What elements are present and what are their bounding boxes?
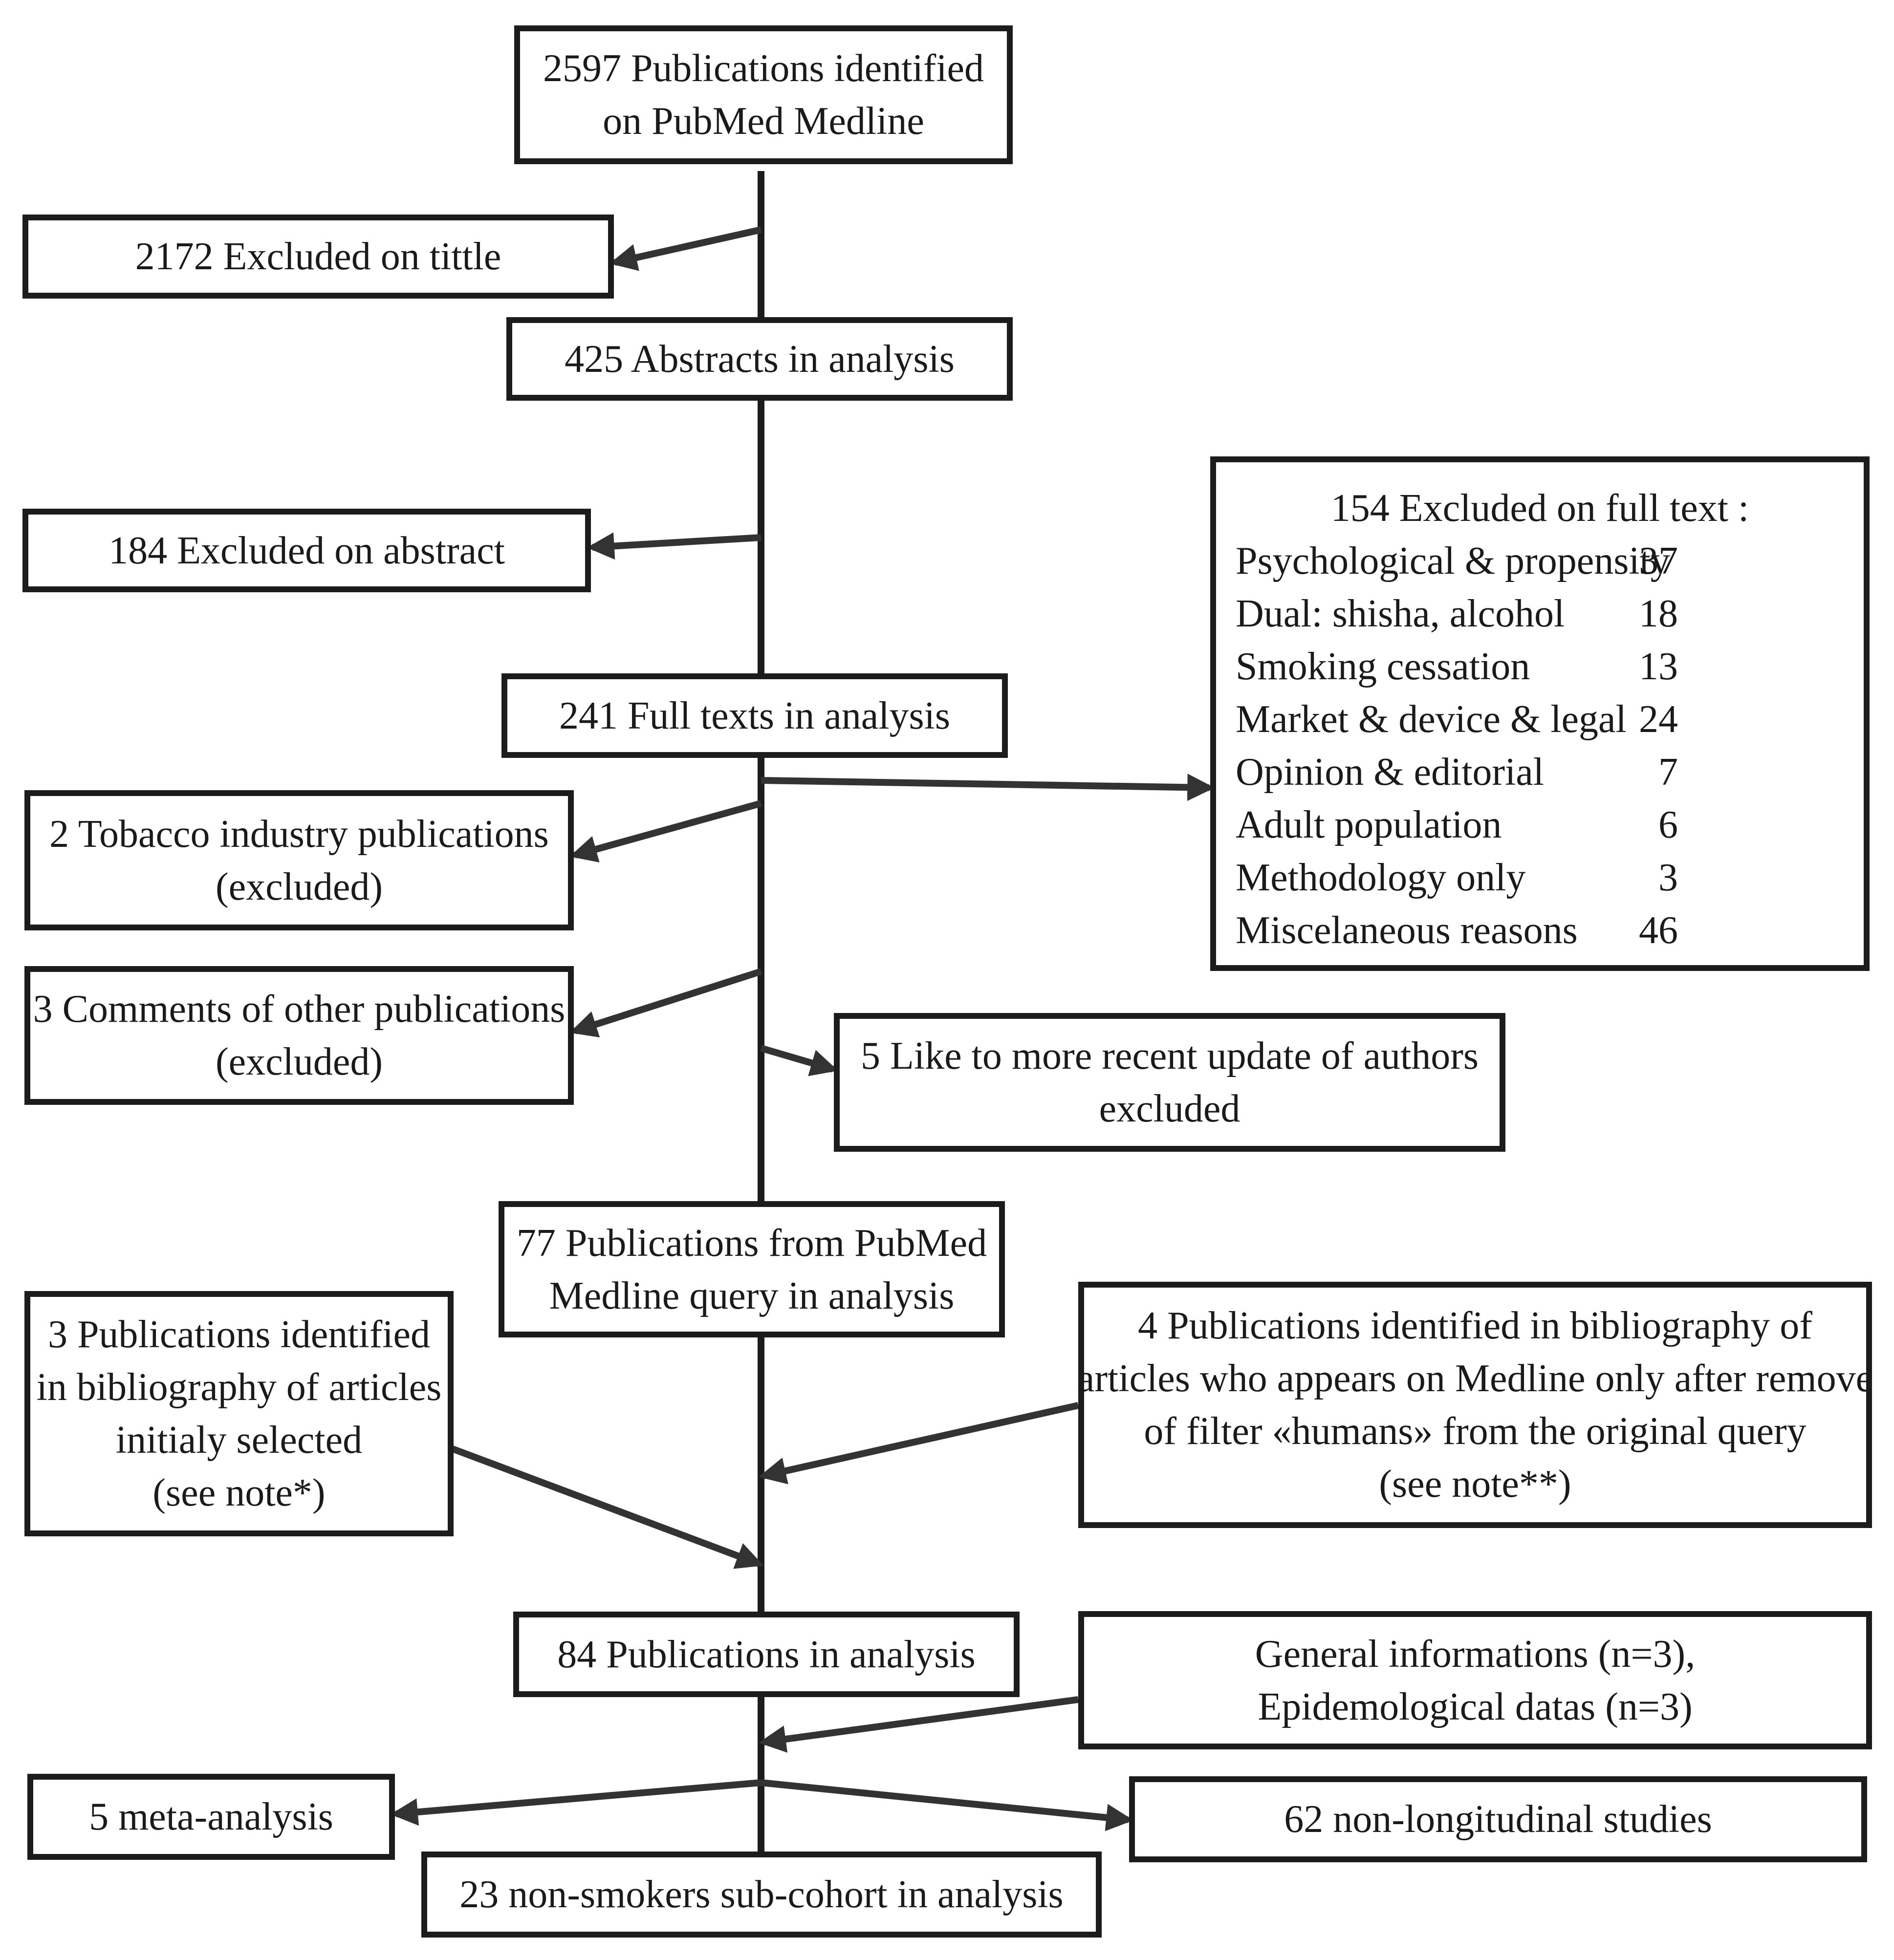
reason-label: Psychological & propensity [1236, 539, 1670, 582]
reason-label: Opinion & editorial [1236, 751, 1545, 794]
arrow-to-comments [569, 968, 762, 1038]
box-line: 184 Excluded on abstract [109, 529, 505, 572]
reason-count: 24 [1639, 698, 1678, 741]
reason-count: 46 [1639, 909, 1678, 952]
reason-label: Adult population [1236, 803, 1502, 846]
box-line: (excluded) [215, 1040, 383, 1083]
arrow-from-bibliography-4 [759, 1402, 1079, 1485]
exclusion-reason-row: Methodology only 3 [1216, 851, 1864, 904]
arrow-from-bibliography-3 [451, 1445, 764, 1569]
box-excluded-on-full-text: 154 Excluded on full text : Psychologica… [1210, 456, 1870, 971]
arrow-from-general-info [758, 1696, 1079, 1753]
box-line: 2597 Publications identified [543, 47, 984, 90]
arrow-to-meta-analysis [390, 1779, 762, 1826]
box-line: 2 Tobacco industry publications [49, 812, 549, 856]
box-line: 3 Publications identified [47, 1313, 431, 1356]
box-line: General informations (n=3), [1255, 1632, 1696, 1676]
box-non-smokers-sub-cohort: 23 non-smokers sub-cohort in analysis [421, 1852, 1102, 1938]
box-line: (see note**) [1379, 1463, 1571, 1506]
box-line: 2172 Excluded on tittle [135, 235, 501, 278]
box-line: articles who appears on Medline only aft… [1077, 1357, 1873, 1400]
reason-label: Market & device & legal [1236, 698, 1627, 741]
box-bibliography-initial-articles: 3 Publications identified in bibliograph… [24, 1291, 454, 1536]
box-tobacco-industry-publications: 2 Tobacco industry publications (exclude… [24, 790, 574, 930]
arrow-to-excluded-title [610, 226, 762, 271]
exclusion-reason-row: Miscelaneous reasons 46 [1216, 904, 1864, 957]
box-line: of filter «humans» from the original que… [1144, 1410, 1807, 1453]
reason-count: 37 [1639, 539, 1678, 582]
box-comments-of-other-publications: 3 Comments of other publications (exclud… [24, 966, 574, 1105]
box-pubmed-query-in-analysis: 77 Publications from PubMed Medline quer… [499, 1201, 1005, 1337]
exclusion-reason-row: Smoking cessation 13 [1216, 640, 1864, 693]
box-line: 23 non-smokers sub-cohort in analysis [459, 1873, 1064, 1916]
arrow-to-tobacco-industry [569, 800, 762, 862]
exclusion-reason-row: Psychological & propensity 37 [1216, 535, 1864, 587]
reason-label: Smoking cessation [1236, 645, 1530, 688]
arrow-to-recent-update [760, 1045, 838, 1077]
box-line: (see note*) [152, 1471, 326, 1514]
box-line: 62 non-longitudinal studies [1284, 1798, 1712, 1841]
box-excluded-on-title: 2172 Excluded on tittle [22, 215, 614, 299]
box-line: 84 Publications in analysis [557, 1633, 976, 1676]
exclusion-reason-row: Opinion & editorial 7 [1216, 746, 1864, 798]
box-line: 5 Like to more recent update of authors [861, 1034, 1479, 1077]
excluded-full-text-title: 154 Excluded on full text : [1330, 487, 1749, 530]
box-abstracts-in-analysis: 425 Abstracts in analysis [506, 317, 1013, 401]
box-publications-in-analysis: 84 Publications in analysis [513, 1612, 1020, 1697]
box-line: (excluded) [215, 865, 383, 908]
box-line: initialy selected [115, 1419, 363, 1462]
reason-label: Miscelaneous reasons [1236, 909, 1578, 952]
arrow-to-excluded-full-text [761, 774, 1215, 801]
reason-count: 7 [1658, 751, 1678, 794]
box-line: 5 meta-analysis [89, 1795, 333, 1838]
box-full-texts-in-analysis: 241 Full texts in analysis [501, 673, 1008, 758]
box-bibliography-humans-filter: 4 Publications identified in bibliograph… [1077, 1282, 1873, 1528]
box-publications-identified: 2597 Publications identified on PubMed M… [514, 25, 1013, 164]
box-line: 77 Publications from PubMed [516, 1221, 987, 1265]
box-line: 241 Full texts in analysis [559, 694, 950, 737]
reason-label: Methodology only [1236, 856, 1526, 899]
box-line: Epidemological datas (n=3) [1258, 1685, 1693, 1728]
reason-count: 13 [1639, 645, 1678, 688]
arrow-to-non-longitudinal [761, 1779, 1134, 1831]
box-line: in bibliography of articles [36, 1366, 442, 1409]
exclusion-reason-row: Adult population 6 [1216, 798, 1864, 851]
exclusion-reason-row: Market & device & legal 24 [1216, 693, 1864, 746]
arrow-to-excluded-abstract [587, 532, 762, 560]
box-line: Medline query in analysis [549, 1274, 955, 1317]
box-line: on PubMed Medline [603, 100, 924, 143]
box-line: 425 Abstracts in analysis [565, 337, 955, 381]
box-line: 4 Publications identified in bibliograph… [1138, 1304, 1812, 1347]
box-line: 3 Comments of other publications [33, 988, 566, 1031]
box-general-and-epidemiological: General informations (n=3), Epidemologic… [1078, 1611, 1872, 1749]
box-recent-update-excluded: 5 Like to more recent update of authors … [834, 1013, 1505, 1152]
box-meta-analysis: 5 meta-analysis [27, 1774, 395, 1860]
reason-count: 6 [1658, 803, 1678, 846]
box-excluded-on-abstract: 184 Excluded on abstract [22, 509, 591, 592]
reason-label: Dual: shisha, alcohol [1236, 592, 1565, 635]
box-non-longitudinal-studies: 62 non-longitudinal studies [1129, 1776, 1867, 1862]
exclusion-reasons-list: Psychological & propensity 37 Dual: shis… [1216, 535, 1864, 957]
exclusion-reason-row: Dual: shisha, alcohol 18 [1216, 587, 1864, 640]
box-line: excluded [1099, 1087, 1241, 1130]
reason-count: 18 [1639, 592, 1678, 635]
reason-count: 3 [1658, 856, 1678, 899]
